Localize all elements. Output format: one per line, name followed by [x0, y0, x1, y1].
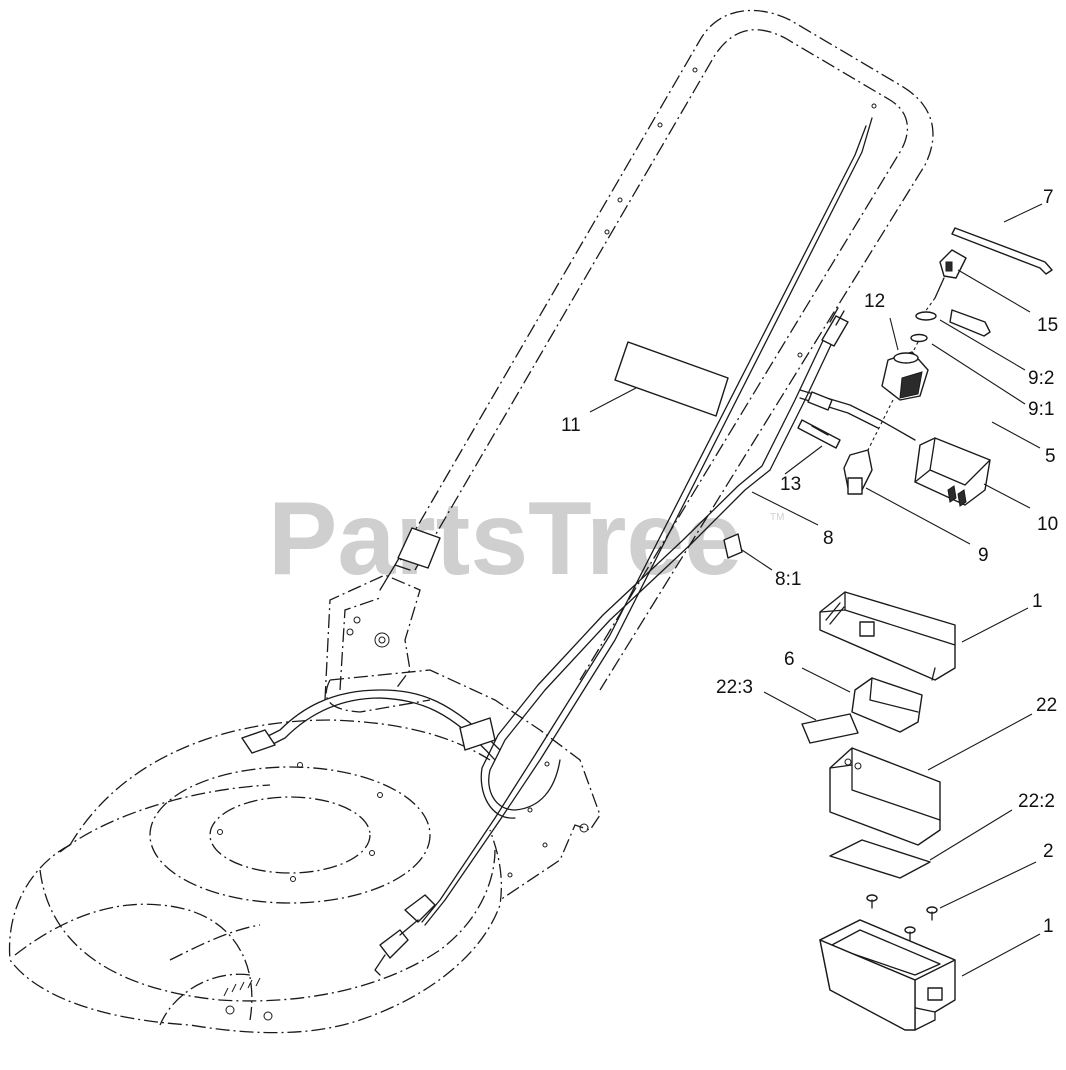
callout-9: 9 [978, 545, 989, 566]
callout-22-2: 22:2 [1018, 791, 1055, 812]
callout-2: 2 [1043, 841, 1054, 862]
callout-9-2: 9:2 [1028, 368, 1054, 389]
watermark-text: PartsTree [268, 481, 742, 597]
part-22-2-pad [829, 839, 931, 879]
part-1-battery-cover [819, 591, 956, 681]
handle-decal-lower [397, 527, 441, 569]
callout-9-1: 9:1 [1028, 399, 1054, 420]
watermark-trademark: TM [770, 512, 784, 523]
callout-22: 22 [1036, 695, 1057, 716]
callout-13: 13 [780, 474, 801, 495]
part-22-3-label [801, 713, 859, 744]
part-22-battery [829, 747, 941, 846]
callout-12: 12 [864, 291, 885, 312]
part-2-screws [866, 894, 938, 941]
part-13-fuse [797, 419, 841, 449]
callouts: 7 15 12 9:2 9:1 5 11 13 10 8 9 8:1 1 6 2… [561, 187, 1058, 937]
part-12-switch-housing [881, 351, 929, 401]
part-9-1-ring [910, 333, 928, 343]
callout-6: 6 [784, 649, 795, 670]
callout-1-top: 1 [1032, 591, 1043, 612]
part-7-cable-tie [951, 227, 1053, 275]
callout-7: 7 [1043, 187, 1054, 208]
callout-15: 15 [1037, 315, 1058, 336]
callout-8: 8 [823, 528, 834, 549]
callout-1-bottom: 1 [1043, 916, 1054, 937]
callout-5: 5 [1045, 446, 1056, 467]
mower-deck [8, 719, 502, 1034]
callout-11: 11 [561, 415, 581, 436]
callout-22-3: 22:3 [716, 677, 753, 698]
handle-decal [614, 341, 729, 417]
callout-8-1: 8:1 [775, 569, 801, 590]
part-8-1-connector [723, 533, 743, 559]
part-1-battery-tray [819, 919, 956, 1031]
rear-housing [325, 669, 601, 901]
part-6-foam-pad [851, 677, 923, 733]
part-15-key [921, 249, 967, 317]
part-9-2-ring [915, 311, 937, 321]
leader-lines [589, 203, 1043, 977]
wire-harness [241, 307, 916, 819]
control-cable [374, 117, 873, 976]
callout-10: 10 [1037, 514, 1058, 535]
part-9-switch [843, 399, 894, 495]
part-10-charger [914, 437, 991, 507]
part-5-pin [949, 309, 991, 337]
